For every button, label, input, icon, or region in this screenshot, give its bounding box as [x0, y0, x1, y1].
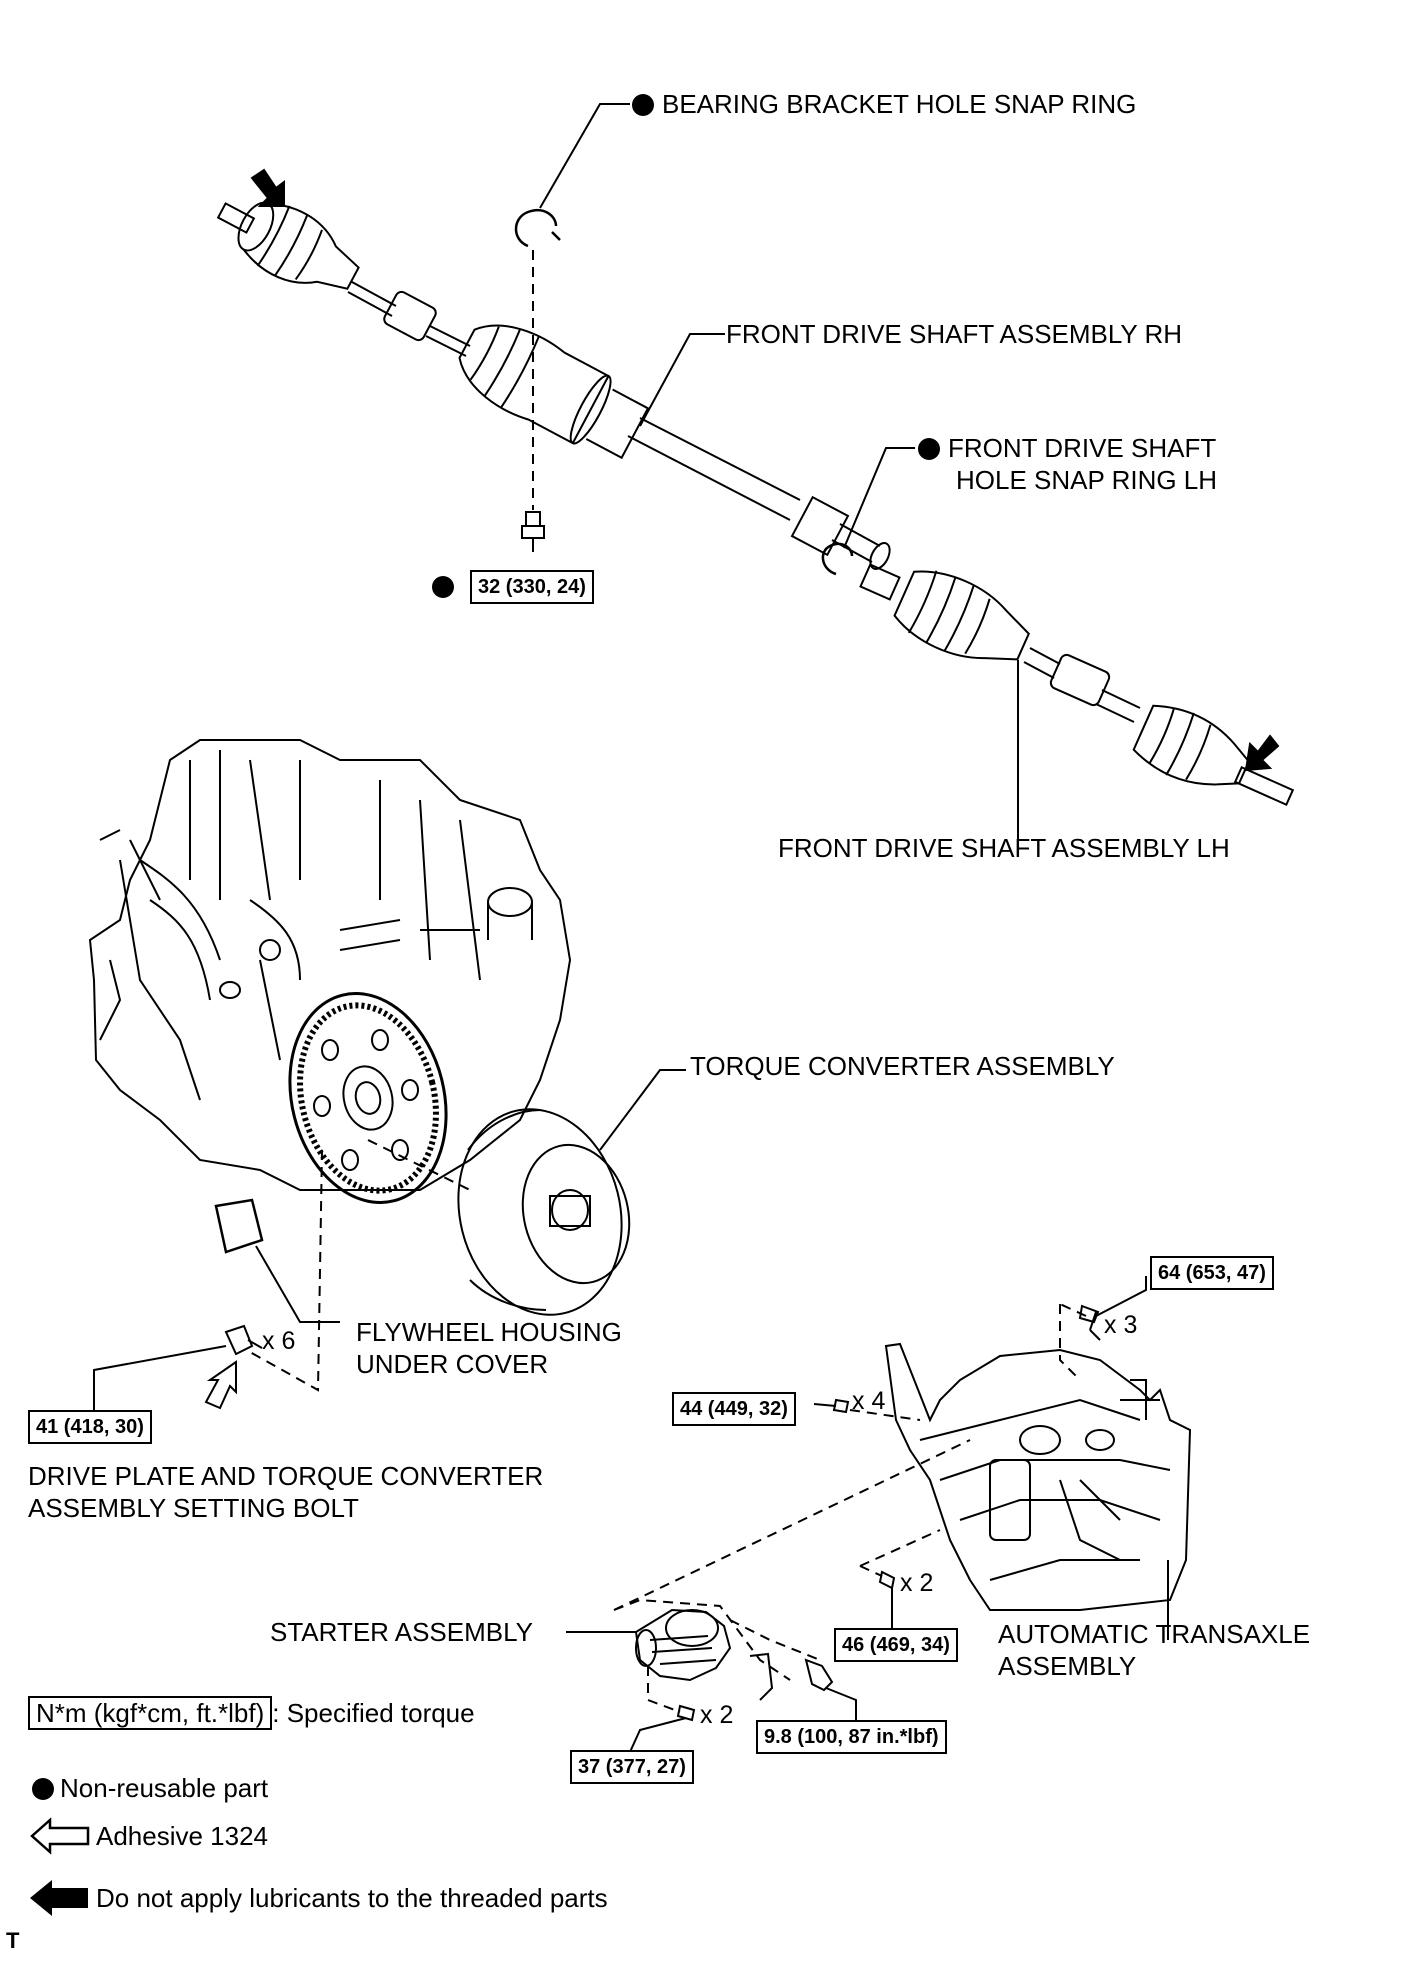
front-drive-shaft-snap-ring-lh [821, 542, 854, 576]
legend-non-reusable: Non-reusable part [32, 1772, 268, 1804]
legend-torque: N*m (kgf*cm, ft.*lbf): Specified torque [28, 1696, 475, 1730]
bearing-snap-ring-label: BEARING BRACKET HOLE SNAP RING [632, 88, 1136, 120]
legend-torque-desc: : Specified torque [272, 1698, 475, 1728]
no-lubricant-arrow-icon [250, 168, 285, 207]
legend-adhesive: Adhesive 1324 [96, 1821, 269, 1851]
starter-bolt-torque-box: 37 (377, 27) [570, 1750, 694, 1784]
setting-bolt [224, 1324, 263, 1356]
starter-terminal-nut [804, 1658, 834, 1692]
starter-bolt [676, 1704, 696, 1722]
setting-bolt-label: DRIVE PLATE AND TORQUE CONVERTER [28, 1461, 544, 1491]
torque-converter-label: TORQUE CONVERTER ASSEMBLY [690, 1051, 1115, 1081]
bearing-bracket-bolt [521, 511, 545, 552]
snap-ring-lh-label: FRONT DRIVE SHAFT [918, 432, 1216, 464]
front-drive-shaft-rh [216, 201, 891, 570]
starter-bolt-qty: x 2 [700, 1701, 734, 1729]
legend-no-lubricant: Do not apply lubricants to the threaded … [96, 1883, 608, 1913]
non-reusable-dot-icon [918, 438, 940, 460]
bearing-bolt-torque [432, 572, 462, 604]
no-lubricant-arrow-icon-lh [1244, 734, 1280, 772]
transaxle-lower-torque-box: 46 (469, 34) [834, 1628, 958, 1662]
snap-ring-lh-label-line2: HOLE SNAP RING LH [956, 465, 1218, 495]
bearing-snap-ring-rh [514, 209, 561, 248]
transaxle-label-line2: ASSEMBLY [998, 1651, 1137, 1681]
drive-plate [288, 992, 448, 1204]
transaxle-left-torque-box: 44 (449, 32) [672, 1392, 796, 1426]
transaxle-bolt-left [832, 1398, 850, 1414]
starter-label: STARTER ASSEMBLY [270, 1617, 533, 1647]
engine-assembly [88, 739, 572, 1191]
starter-terminal-torque-box: 9.8 (100, 87 in.*lbf) [756, 1720, 947, 1754]
setting-bolt-label-line2: ASSEMBLY SETTING BOLT [28, 1493, 359, 1523]
shaft-lh-label: FRONT DRIVE SHAFT ASSEMBLY LH [778, 833, 1230, 863]
flywheel-under-cover [214, 1198, 264, 1254]
corner-mark: T [6, 1928, 20, 1953]
transaxle-label: AUTOMATIC TRANSAXLE [998, 1619, 1311, 1649]
setting-bolt-qty: x 6 [262, 1327, 296, 1355]
adhesive-arrow-icon [204, 1360, 237, 1410]
front-drive-shaft-lh [859, 563, 1295, 807]
transaxle-top-torque-box: 64 (653, 47) [1150, 1256, 1274, 1290]
legend-dot-icon [32, 1778, 54, 1800]
automatic-transaxle [884, 1342, 1192, 1611]
torque-converter [457, 1108, 631, 1316]
flywheel-cover-label: FLYWHEEL HOUSING [356, 1317, 622, 1347]
non-reusable-dot-icon [432, 576, 454, 598]
legend-torque-unit: N*m (kgf*cm, ft.*lbf) [28, 1696, 273, 1730]
non-reusable-dot-icon [632, 94, 654, 116]
transaxle-top-qty: x 3 [1104, 1311, 1138, 1339]
legend-adhesive-arrow-icon [30, 1817, 90, 1855]
starter-terminal-cap [749, 1652, 774, 1701]
bearing-bolt-torque-box: 32 (330, 24) [470, 570, 594, 604]
transaxle-lower-qty: x 2 [900, 1569, 934, 1597]
legend-no-lubricant-arrow-icon [30, 1880, 88, 1916]
starter-motor [634, 1608, 732, 1682]
setting-bolt-torque-box: 41 (418, 30) [28, 1410, 152, 1444]
transaxle-left-qty: x 4 [852, 1387, 886, 1415]
transaxle-bolt-lower [878, 1570, 896, 1590]
flywheel-cover-label-line2: UNDER COVER [356, 1349, 549, 1379]
shaft-rh-label: FRONT DRIVE SHAFT ASSEMBLY RH [726, 319, 1183, 349]
